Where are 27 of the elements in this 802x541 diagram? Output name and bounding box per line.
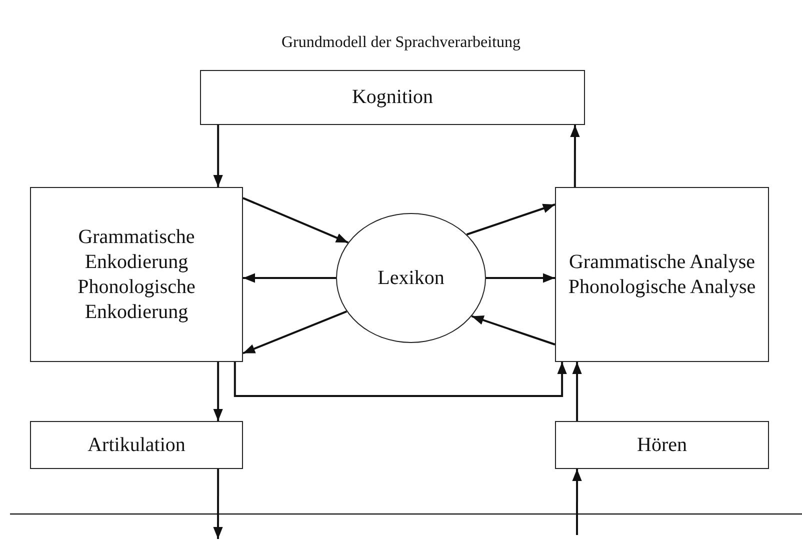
node-label: Artikulation — [86, 432, 186, 458]
arrow — [242, 310, 348, 354]
arrow — [572, 469, 582, 535]
node-label: Grammatische Analyse — [568, 250, 756, 274]
process-box — [200, 70, 585, 125]
arrow — [213, 469, 223, 539]
diagram-title: Grundmodell der Sprachverarbeitung — [280, 34, 522, 52]
arrow — [213, 362, 223, 421]
process-box — [30, 187, 243, 362]
node-label: Grammatische Enkodierung — [77, 224, 196, 274]
arrow — [471, 315, 556, 346]
process-box — [30, 421, 243, 469]
process-box — [555, 187, 769, 362]
process-box — [555, 421, 769, 469]
arrow — [486, 273, 555, 283]
arrow — [466, 204, 556, 236]
arrow — [213, 125, 223, 187]
node-label: Hören — [636, 432, 688, 458]
node-label: Lexikon — [376, 266, 446, 290]
arrow — [243, 273, 336, 283]
arrow — [242, 197, 348, 244]
arrow — [570, 125, 580, 187]
arrow — [572, 362, 582, 421]
node-label: Phonologische Enkodierung — [76, 274, 196, 324]
arrow — [234, 362, 567, 397]
node-label: Phonologische Analyse — [567, 274, 757, 300]
node-label: Kognition — [350, 85, 434, 110]
